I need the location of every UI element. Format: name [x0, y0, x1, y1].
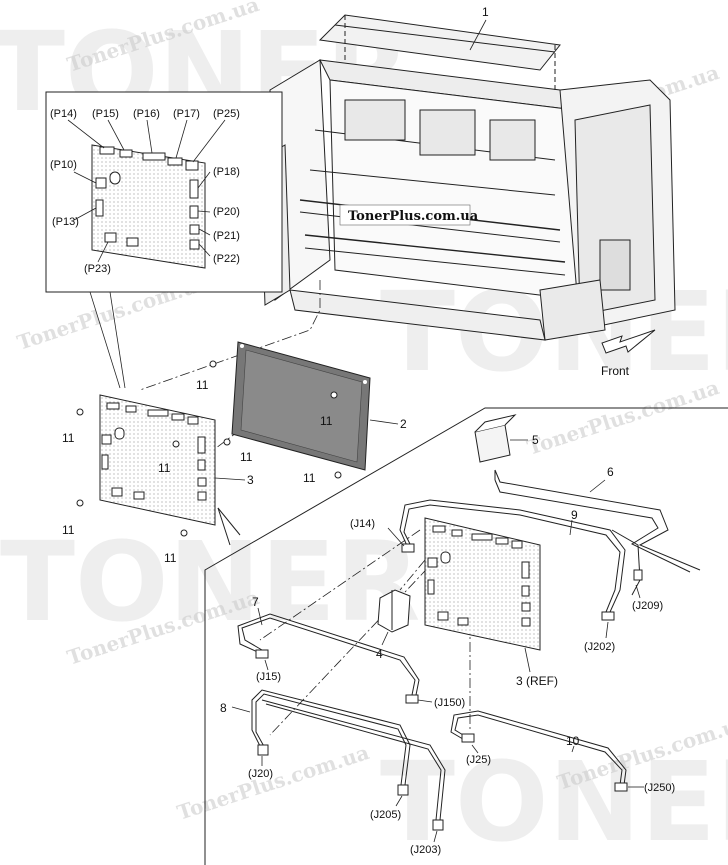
- connector-j250: (J250): [644, 782, 675, 794]
- connector-j20: (J20): [248, 768, 273, 780]
- callout-3-ref: 3 (REF): [516, 674, 558, 688]
- callout-9: 9: [571, 508, 578, 522]
- callout-4: 4: [376, 647, 383, 661]
- screw-icon: [223, 438, 231, 446]
- screws: [76, 360, 342, 537]
- label-p21: (P21): [213, 230, 240, 242]
- screw-icon: [334, 471, 342, 479]
- label-p14: (P14): [50, 108, 77, 120]
- label-p18: (P18): [213, 166, 240, 178]
- callout-11-f: 11: [303, 471, 316, 485]
- shield-plate: [231, 341, 371, 471]
- cable-7: [237, 613, 420, 704]
- callout-8: 8: [220, 701, 227, 715]
- banner-box: [339, 204, 471, 226]
- site-banner: TonerPlus.com.ua: [348, 209, 479, 224]
- connector-j150: (J150): [434, 697, 465, 709]
- connector-j205: (J205): [370, 809, 401, 821]
- label-p15: (P15): [92, 108, 119, 120]
- callout-11-e: 11: [240, 450, 253, 464]
- label-p23: (P23): [84, 263, 111, 275]
- callout-5: 5: [532, 433, 539, 447]
- connector-j14: (J14): [350, 518, 375, 530]
- label-p22: (P22): [213, 253, 240, 265]
- watermark-big-3: TONER: [0, 518, 420, 646]
- callout-11-h: 11: [164, 551, 177, 565]
- connector-j203: (J203): [410, 844, 441, 856]
- label-p10: (P10): [50, 159, 77, 171]
- ferrite-sleeve: [474, 414, 517, 463]
- label-p16: (P16): [133, 108, 160, 120]
- sub-diagram-frame: [204, 407, 728, 865]
- callout-11-a: 11: [196, 378, 209, 392]
- screw-icon: [330, 391, 338, 399]
- control-board: [99, 394, 216, 526]
- callout-11-b: 11: [320, 414, 333, 428]
- bracket: [377, 589, 411, 633]
- callout-7: 7: [252, 595, 259, 609]
- front-label: Front: [601, 364, 630, 378]
- callout-11-c: 11: [62, 431, 75, 445]
- label-p13: (P13): [52, 216, 79, 228]
- screw-icon: [76, 408, 84, 416]
- inset-detail-box: [45, 91, 283, 389]
- screw-icon: [172, 440, 180, 448]
- callout-6: 6: [607, 465, 614, 479]
- screw-icon: [180, 529, 188, 537]
- watermark-site-6: TonerPlus.com.ua: [174, 740, 372, 825]
- guide-line-frame-to-board: [139, 280, 321, 391]
- control-board-reference: [424, 517, 541, 651]
- front-direction-arrow: [601, 329, 656, 354]
- connector-j202: (J202): [584, 641, 615, 653]
- screw-icon: [209, 360, 217, 368]
- guide-line-cable-8: [269, 554, 441, 736]
- guide-line-bracket: [399, 559, 426, 591]
- flat-cable: [494, 469, 701, 573]
- callout-1: 1: [482, 5, 489, 19]
- callout-11-d: 11: [158, 461, 171, 475]
- connector-j25: (J25): [466, 754, 491, 766]
- cable-10: [450, 710, 628, 792]
- connector-j209: (J209): [632, 600, 663, 612]
- cable-8: [251, 689, 446, 831]
- guide-line-cable-7: [259, 529, 421, 641]
- callout-10: 10: [566, 734, 580, 748]
- connector-j15: (J15): [256, 671, 281, 683]
- screw-icon: [76, 499, 84, 507]
- cable-9: [399, 499, 643, 621]
- callout-3: 3: [247, 473, 254, 487]
- label-p25: (P25): [213, 108, 240, 120]
- callout-2: 2: [400, 417, 407, 431]
- label-p20: (P20): [213, 206, 240, 218]
- label-p17: (P17): [173, 108, 200, 120]
- callout-11-g: 11: [62, 523, 75, 537]
